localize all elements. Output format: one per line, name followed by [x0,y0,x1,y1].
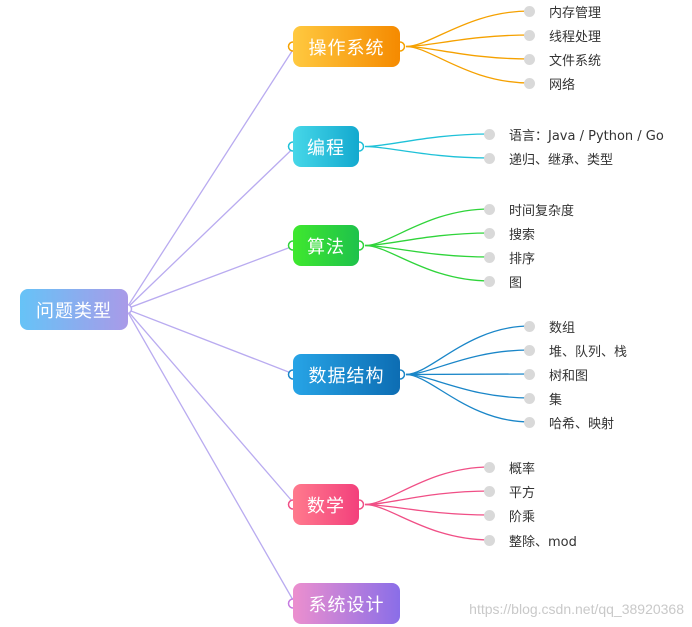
leaf-label: 搜索 [509,227,536,243]
leaf-connector [364,244,491,258]
leaf-item[interactable]: 整除、mod [484,531,577,550]
leaf-label: 平方 [509,485,536,501]
leaf-dot-icon [484,509,495,521]
root-connector-algo [125,244,296,310]
leaf-label: 语言：Java / Python / Go [509,128,664,144]
leaf-connector [364,208,491,247]
leaf-item[interactable]: 哈希、映射 [524,413,615,432]
leaf-item[interactable]: 平方 [484,482,536,501]
leaf-dot-icon [484,485,495,497]
leaf-dot-icon [524,77,535,89]
leaf-dot-icon [524,344,535,356]
branch-node-os[interactable]: 操作系统 [293,26,400,67]
leaf-dot-icon [484,461,495,473]
leaf-item[interactable]: 线程处理 [524,26,602,45]
watermark: https://blog.csdn.net/qq_38920368 [469,601,684,617]
leaf-connector [364,133,491,148]
leaf-item[interactable]: 数组 [524,317,576,336]
leaf-connector [364,503,491,541]
leaf-label: 阶乘 [509,509,536,525]
branch-node-ds[interactable]: 数据结构 [293,354,400,395]
leaf-label: 内存管理 [549,5,602,21]
branch-node-sysdesign[interactable]: 系统设计 [293,583,400,624]
leaf-label: 线程处理 [549,29,602,45]
leaf-connector [364,145,491,159]
leaf-label: 概率 [509,461,536,477]
leaf-item[interactable]: 排序 [484,248,536,267]
leaf-connector [405,10,531,48]
leaf-dot-icon [484,128,495,140]
leaf-connector [364,244,491,282]
branch-label: 编程 [307,137,345,159]
leaf-connector [405,349,531,376]
leaf-dot-icon [484,251,495,263]
leaf-label: 树和图 [549,368,589,384]
leaf-label: 堆、队列、栈 [549,344,628,360]
leaf-item[interactable]: 内存管理 [524,2,602,21]
leaf-dot-icon [524,320,535,332]
leaf-dot-icon [524,416,535,428]
leaf-item[interactable]: 树和图 [524,365,589,384]
branch-label: 数学 [307,495,345,517]
leaf-connector [405,325,531,376]
root-connector-os [125,46,296,310]
branch-label: 算法 [307,236,345,258]
leaf-label: 排序 [509,251,536,267]
leaf-label: 集 [549,392,563,408]
leaf-dot-icon [484,203,495,215]
leaf-connector [405,45,531,84]
leaf-dot-icon [484,152,495,164]
leaf-dot-icon [484,534,495,546]
root-connector-ds [125,308,296,376]
leaf-item[interactable]: 网络 [524,74,576,93]
branch-node-math[interactable]: 数学 [293,484,359,525]
leaf-dot-icon [484,275,495,287]
leaf-item[interactable]: 文件系统 [524,50,602,69]
leaf-item[interactable]: 图 [484,272,523,291]
leaf-connector [405,45,531,60]
leaf-connector [364,232,491,247]
leaf-connector [405,373,531,376]
root-label: 问题类型 [36,300,112,322]
leaf-label: 整除、mod [509,534,577,550]
leaf-item[interactable]: 阶乘 [484,506,536,525]
leaf-label: 递归、继承、类型 [509,152,614,168]
leaf-connector [364,466,491,506]
leaf-dot-icon [524,53,535,65]
leaf-connector [364,503,491,516]
root-connector-prog [125,146,296,310]
root-connector-sysdesign [125,308,296,604]
leaf-connector [405,373,531,399]
branch-node-prog[interactable]: 编程 [293,126,359,167]
leaf-dot-icon [484,227,495,239]
branch-label: 数据结构 [308,365,385,387]
leaf-dot-icon [524,5,535,17]
leaf-label: 时间复杂度 [509,203,575,219]
leaf-item[interactable]: 语言：Java / Python / Go [484,125,664,144]
branch-label: 操作系统 [308,37,385,59]
root-connector-math [125,308,296,505]
leaf-dot-icon [524,368,535,380]
leaf-item[interactable]: 时间复杂度 [484,200,575,219]
leaf-item[interactable]: 递归、继承、类型 [484,149,614,168]
leaf-connector [405,34,531,48]
leaf-label: 文件系统 [549,53,602,69]
leaf-label: 图 [509,275,523,291]
leaf-connector [405,373,531,423]
branch-label: 系统设计 [308,594,385,616]
leaf-label: 数组 [549,320,576,336]
leaf-dot-icon [524,29,535,41]
leaf-connector [364,490,491,506]
branch-node-algo[interactable]: 算法 [293,225,359,266]
leaf-dot-icon [524,392,535,404]
leaf-item[interactable]: 集 [524,389,563,408]
leaf-item[interactable]: 搜索 [484,224,536,243]
leaf-item[interactable]: 堆、队列、栈 [524,341,628,360]
leaf-item[interactable]: 概率 [484,458,536,477]
root-node[interactable]: 问题类型 [20,289,128,330]
leaf-label: 哈希、映射 [549,416,615,432]
leaf-label: 网络 [549,77,576,93]
